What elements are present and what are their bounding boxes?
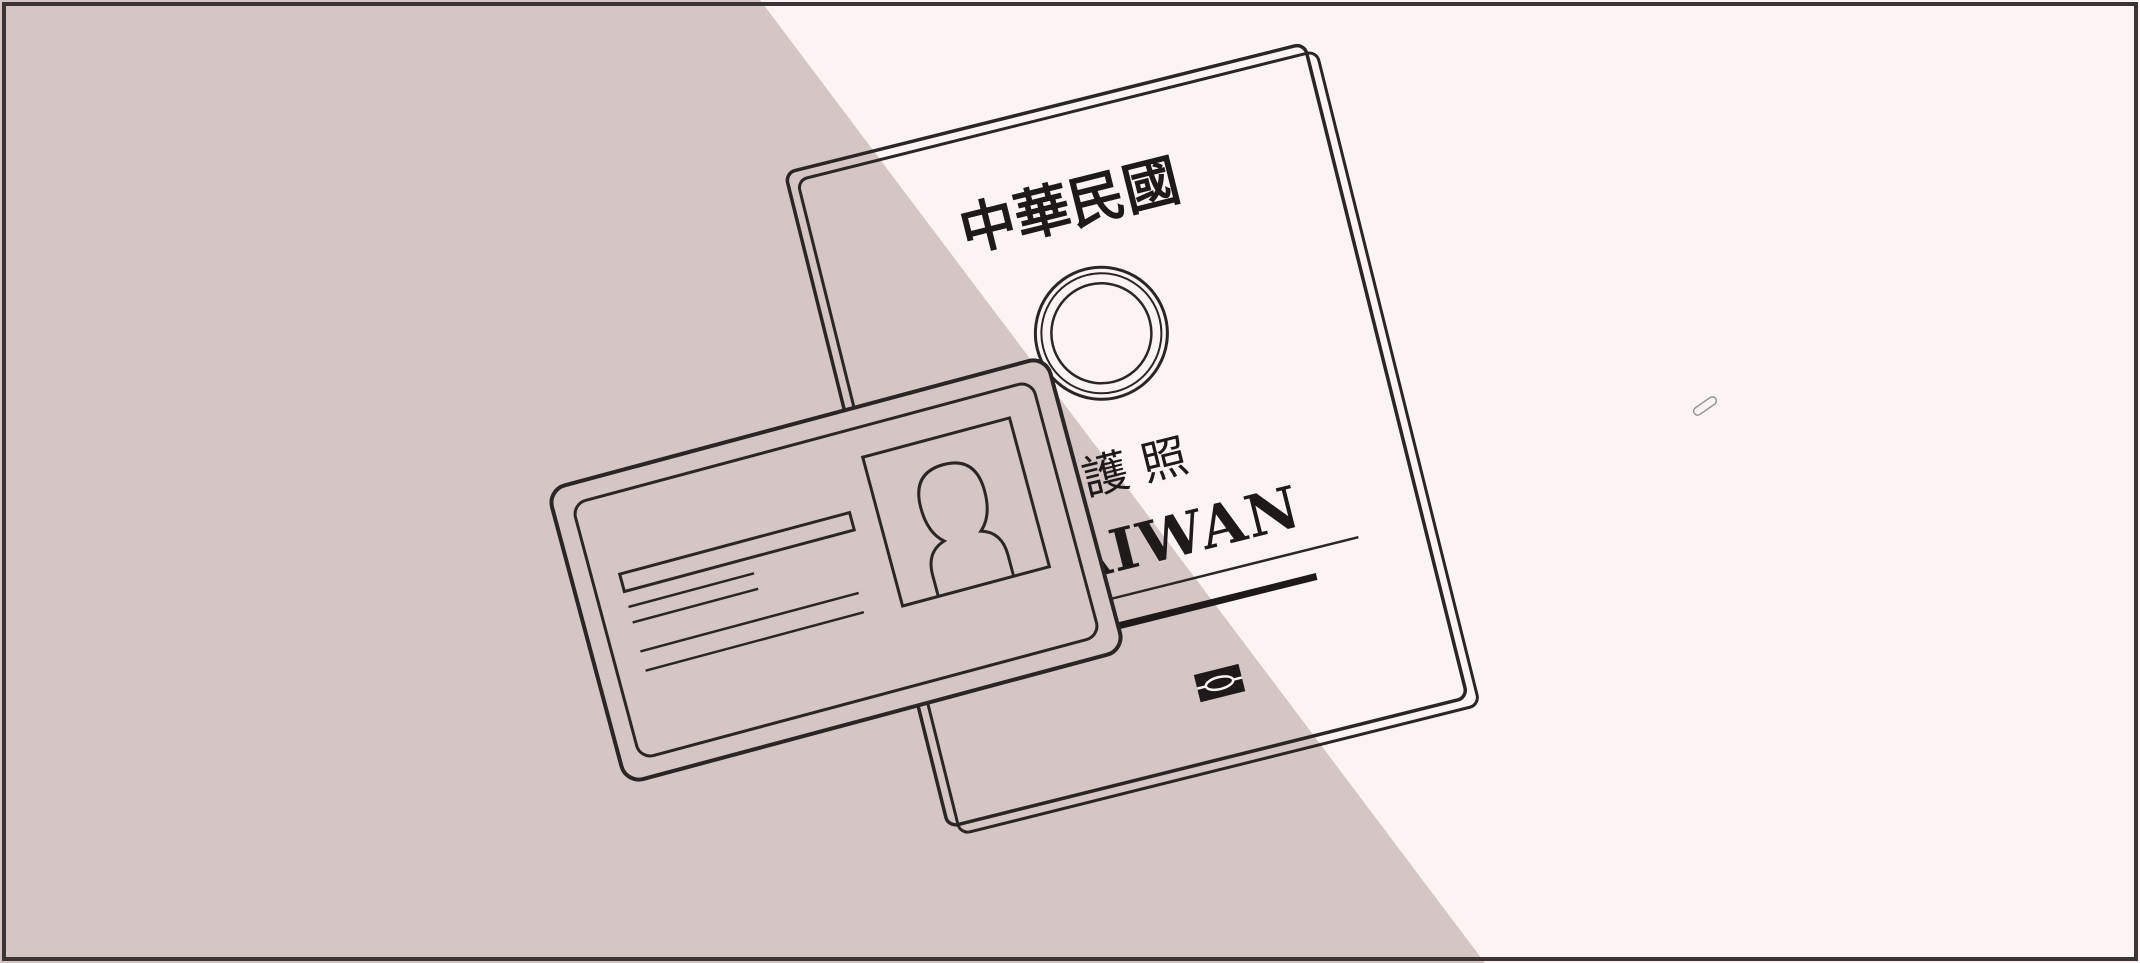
id-card-text-line [645,611,865,672]
id-card-inner-border [573,382,1099,758]
pen-mark-icon [1692,396,1718,416]
id-card-text-line [632,587,759,624]
id-card-text-line [640,591,860,653]
id-card [549,358,1123,782]
passport-emblem-icon [1033,265,1169,401]
id-card-outer [549,358,1123,782]
biometric-chip-icon [1193,663,1246,703]
id-card-text-line [628,572,755,609]
person-silhouette-icon [860,416,1052,608]
id-card-name-bar [617,510,857,594]
